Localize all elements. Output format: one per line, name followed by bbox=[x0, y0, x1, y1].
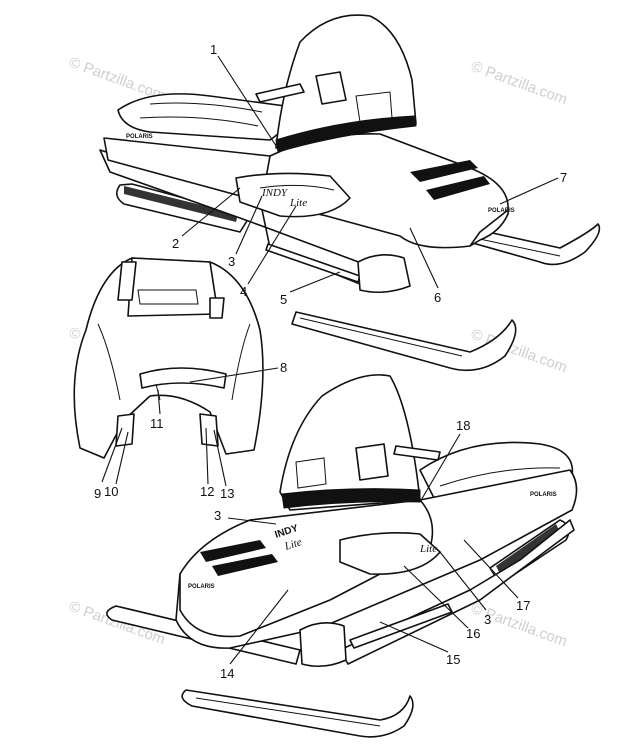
callout-14: 14 bbox=[220, 666, 234, 681]
callout-10: 10 bbox=[104, 484, 118, 499]
bottom-hood-stripes bbox=[200, 540, 278, 576]
top-pan-stripe bbox=[265, 243, 361, 283]
bottom-hood-lite-script: Lite bbox=[282, 536, 303, 553]
hood-front-view bbox=[73, 257, 264, 459]
callout-3-top: 3 bbox=[228, 254, 235, 269]
top-polaris-badge-side: POLARIS bbox=[126, 134, 153, 140]
callout-3-bottom-left: 3 bbox=[214, 508, 221, 523]
top-front-bumper bbox=[357, 254, 411, 294]
callout-4: 4 bbox=[240, 284, 247, 299]
callout-leaders bbox=[101, 55, 559, 665]
hood-vent-left bbox=[117, 261, 137, 301]
callout-15: 15 bbox=[446, 652, 460, 667]
hood-vent-right bbox=[209, 297, 225, 319]
callout-18: 18 bbox=[456, 418, 470, 433]
callout-11: 11 bbox=[150, 416, 164, 431]
callout-3-bottom-right: 3 bbox=[484, 612, 491, 627]
callout-7: 7 bbox=[560, 170, 567, 185]
hood-decal-right bbox=[199, 413, 219, 447]
snowmobile-top-view: INDY Lite POLARIS POLARIS bbox=[99, 14, 601, 372]
callout-16: 16 bbox=[466, 626, 480, 641]
top-windshield-trim bbox=[275, 115, 417, 153]
top-handlebar bbox=[255, 83, 305, 103]
hood-rear-decal bbox=[139, 367, 227, 389]
bottom-polaris-badge-hood: POLARIS bbox=[188, 584, 215, 590]
watermark-top-right: © Partzilla.com bbox=[469, 58, 570, 109]
top-indy-script: INDY bbox=[261, 187, 289, 199]
bottom-pan-stripe bbox=[349, 603, 453, 649]
top-hood-stripes bbox=[410, 160, 490, 200]
bottom-handlebar bbox=[393, 445, 441, 461]
top-right-ski bbox=[461, 223, 601, 266]
hood-top-panel bbox=[127, 257, 219, 317]
hood-decal-left bbox=[115, 413, 135, 447]
callout-5: 5 bbox=[280, 292, 287, 307]
callout-17: 17 bbox=[516, 598, 530, 613]
callout-12: 12 bbox=[200, 484, 214, 499]
bottom-polaris-badge-tail: POLARIS bbox=[530, 492, 557, 498]
callout-8: 8 bbox=[280, 360, 287, 375]
top-console bbox=[315, 71, 347, 105]
bottom-front-bumper bbox=[299, 622, 347, 668]
top-side-decal-panel bbox=[235, 172, 351, 218]
bottom-console bbox=[355, 443, 389, 481]
bottom-lite-script: Lite bbox=[419, 543, 437, 555]
callout-numbers: 1 2 3 4 5 6 7 8 9 10 11 12 13 3 14 15 16… bbox=[94, 42, 567, 681]
callout-2: 2 bbox=[172, 236, 179, 251]
callout-9: 9 bbox=[94, 486, 101, 501]
callout-13: 13 bbox=[220, 486, 234, 501]
callout-1: 1 bbox=[210, 42, 217, 57]
callout-6: 6 bbox=[434, 290, 441, 305]
snowmobile-bottom-view: INDY Lite Lite POLARIS POLARIS bbox=[106, 374, 578, 738]
top-polaris-badge-hood: POLARIS bbox=[488, 208, 515, 214]
top-lite-script: Lite bbox=[289, 197, 307, 209]
